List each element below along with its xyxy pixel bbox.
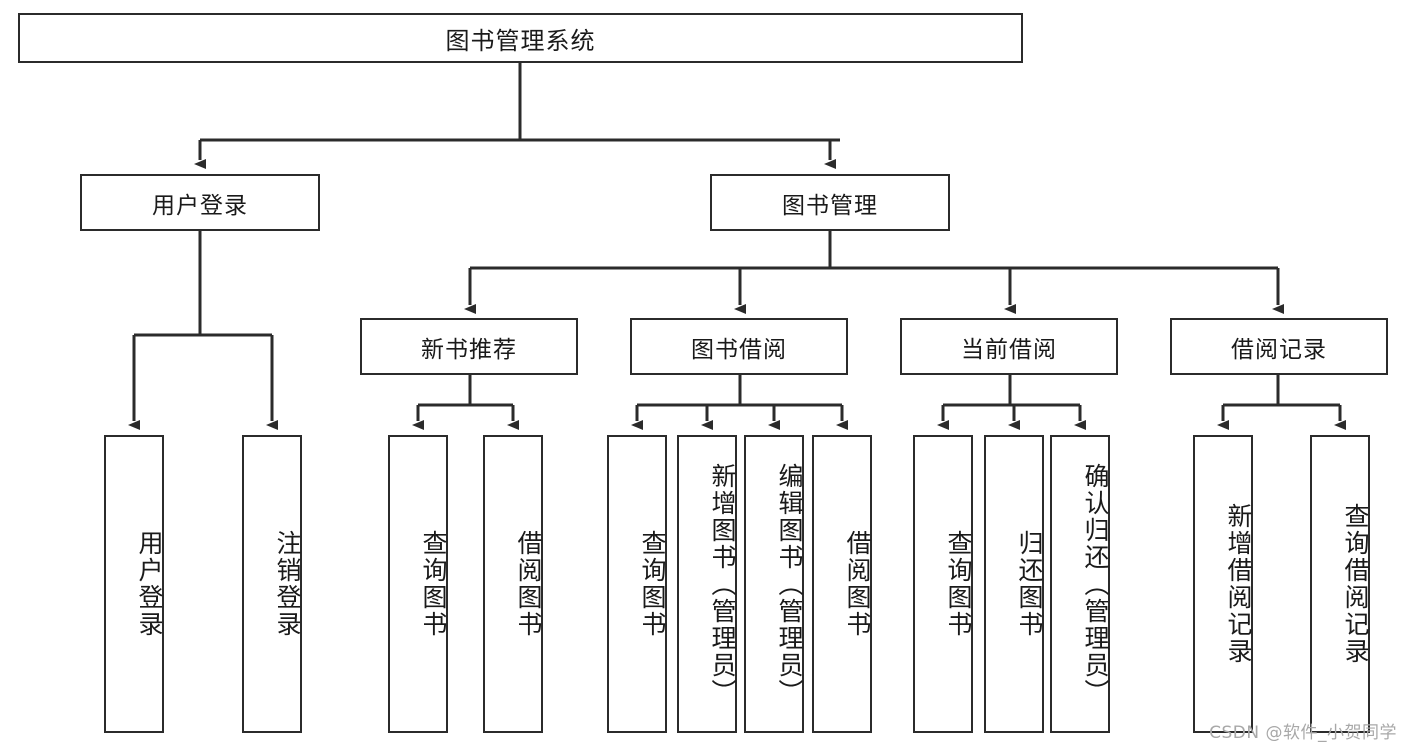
- node-leaf-return-book[interactable]: 归还图书: [984, 435, 1044, 733]
- node-leaf-user-login-label: 用户登录: [135, 530, 164, 638]
- node-leaf-query-book-1[interactable]: 查询图书: [388, 435, 448, 733]
- node-new-book-rec[interactable]: 新书推荐: [360, 318, 578, 375]
- node-leaf-edit-book-label: 编辑图书（管理员）: [775, 462, 804, 706]
- node-leaf-query-book-3-label: 查询图书: [944, 530, 973, 638]
- node-leaf-add-book[interactable]: 新增图书（管理员）: [677, 435, 737, 733]
- node-book-borrow[interactable]: 图书借阅: [630, 318, 848, 375]
- node-current-borrow[interactable]: 当前借阅: [900, 318, 1118, 375]
- node-book-manage[interactable]: 图书管理: [710, 174, 950, 231]
- node-leaf-borrow-book-1[interactable]: 借阅图书: [483, 435, 543, 733]
- node-leaf-add-book-label: 新增图书（管理员）: [708, 462, 737, 706]
- node-leaf-logout-login-label: 注销登录: [273, 530, 302, 638]
- node-leaf-return-book-label: 归还图书: [1015, 530, 1044, 638]
- node-leaf-query-record-label: 查询借阅记录: [1341, 503, 1370, 665]
- node-leaf-logout-login[interactable]: 注销登录: [242, 435, 302, 733]
- node-user-login[interactable]: 用户登录: [80, 174, 320, 231]
- node-leaf-borrow-book-2[interactable]: 借阅图书: [812, 435, 872, 733]
- node-book-manage-label: 图书管理: [782, 192, 878, 219]
- node-leaf-query-book-2[interactable]: 查询图书: [607, 435, 667, 733]
- node-leaf-borrow-book-2-label: 借阅图书: [843, 530, 872, 638]
- node-root[interactable]: 图书管理系统: [18, 13, 1023, 63]
- node-leaf-confirm-return[interactable]: 确认归还（管理员）: [1050, 435, 1110, 733]
- node-leaf-add-record-label: 新增借阅记录: [1224, 503, 1253, 665]
- node-leaf-query-book-2-label: 查询图书: [638, 530, 667, 638]
- node-leaf-confirm-return-label: 确认归还（管理员）: [1081, 462, 1110, 706]
- node-leaf-query-book-1-label: 查询图书: [419, 530, 448, 638]
- node-current-borrow-label: 当前借阅: [961, 336, 1057, 363]
- node-leaf-user-login[interactable]: 用户登录: [104, 435, 164, 733]
- node-leaf-borrow-book-1-label: 借阅图书: [514, 530, 543, 638]
- node-user-login-label: 用户登录: [152, 192, 248, 219]
- node-borrow-record[interactable]: 借阅记录: [1170, 318, 1388, 375]
- node-leaf-query-book-3[interactable]: 查询图书: [913, 435, 973, 733]
- node-book-borrow-label: 图书借阅: [691, 336, 787, 363]
- node-new-book-rec-label: 新书推荐: [421, 336, 517, 363]
- node-root-label: 图书管理系统: [445, 26, 596, 55]
- node-borrow-record-label: 借阅记录: [1231, 336, 1327, 363]
- node-leaf-add-record[interactable]: 新增借阅记录: [1193, 435, 1253, 733]
- watermark: CSDN @软件_小贺同学: [1209, 723, 1397, 743]
- node-leaf-edit-book[interactable]: 编辑图书（管理员）: [744, 435, 804, 733]
- node-leaf-query-record[interactable]: 查询借阅记录: [1310, 435, 1370, 733]
